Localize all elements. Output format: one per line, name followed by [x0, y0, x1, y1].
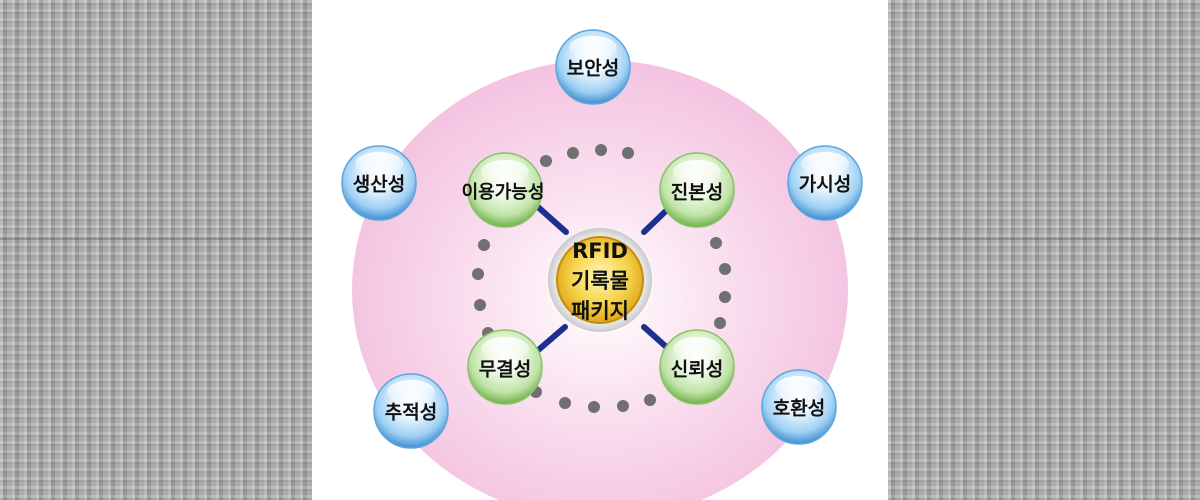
center-circle	[556, 236, 644, 324]
node-usability: 이용가능성	[461, 182, 545, 203]
node-authenticity: 진본성	[670, 181, 724, 204]
node-integrity: 무결성	[478, 358, 532, 381]
node-security: 보안성	[566, 57, 620, 80]
center-line-2: 기록물	[571, 269, 629, 293]
node-traceability: 추적성	[384, 401, 438, 424]
center-label: RFID 기록물 패키지	[571, 236, 629, 326]
right-texture-background	[888, 0, 1200, 500]
dotted-ring	[472, 144, 731, 413]
center-line-3: 패키지	[571, 299, 629, 323]
center-line-1: RFID	[572, 239, 628, 263]
left-texture-background	[0, 0, 312, 500]
outer-bubbles	[341, 29, 863, 449]
diagram-panel: RFID 기록물 패키지 보안성 생산성 가시성 추적성 호환성 이용가능성 진…	[312, 0, 888, 500]
diagram-canvas	[341, 29, 863, 500]
node-visibility: 가시성	[798, 173, 852, 196]
inner-bubbles	[467, 152, 735, 405]
node-reliability: 신뢰성	[670, 358, 724, 381]
node-productivity: 생산성	[352, 173, 406, 196]
node-compatibility: 호환성	[772, 397, 826, 420]
